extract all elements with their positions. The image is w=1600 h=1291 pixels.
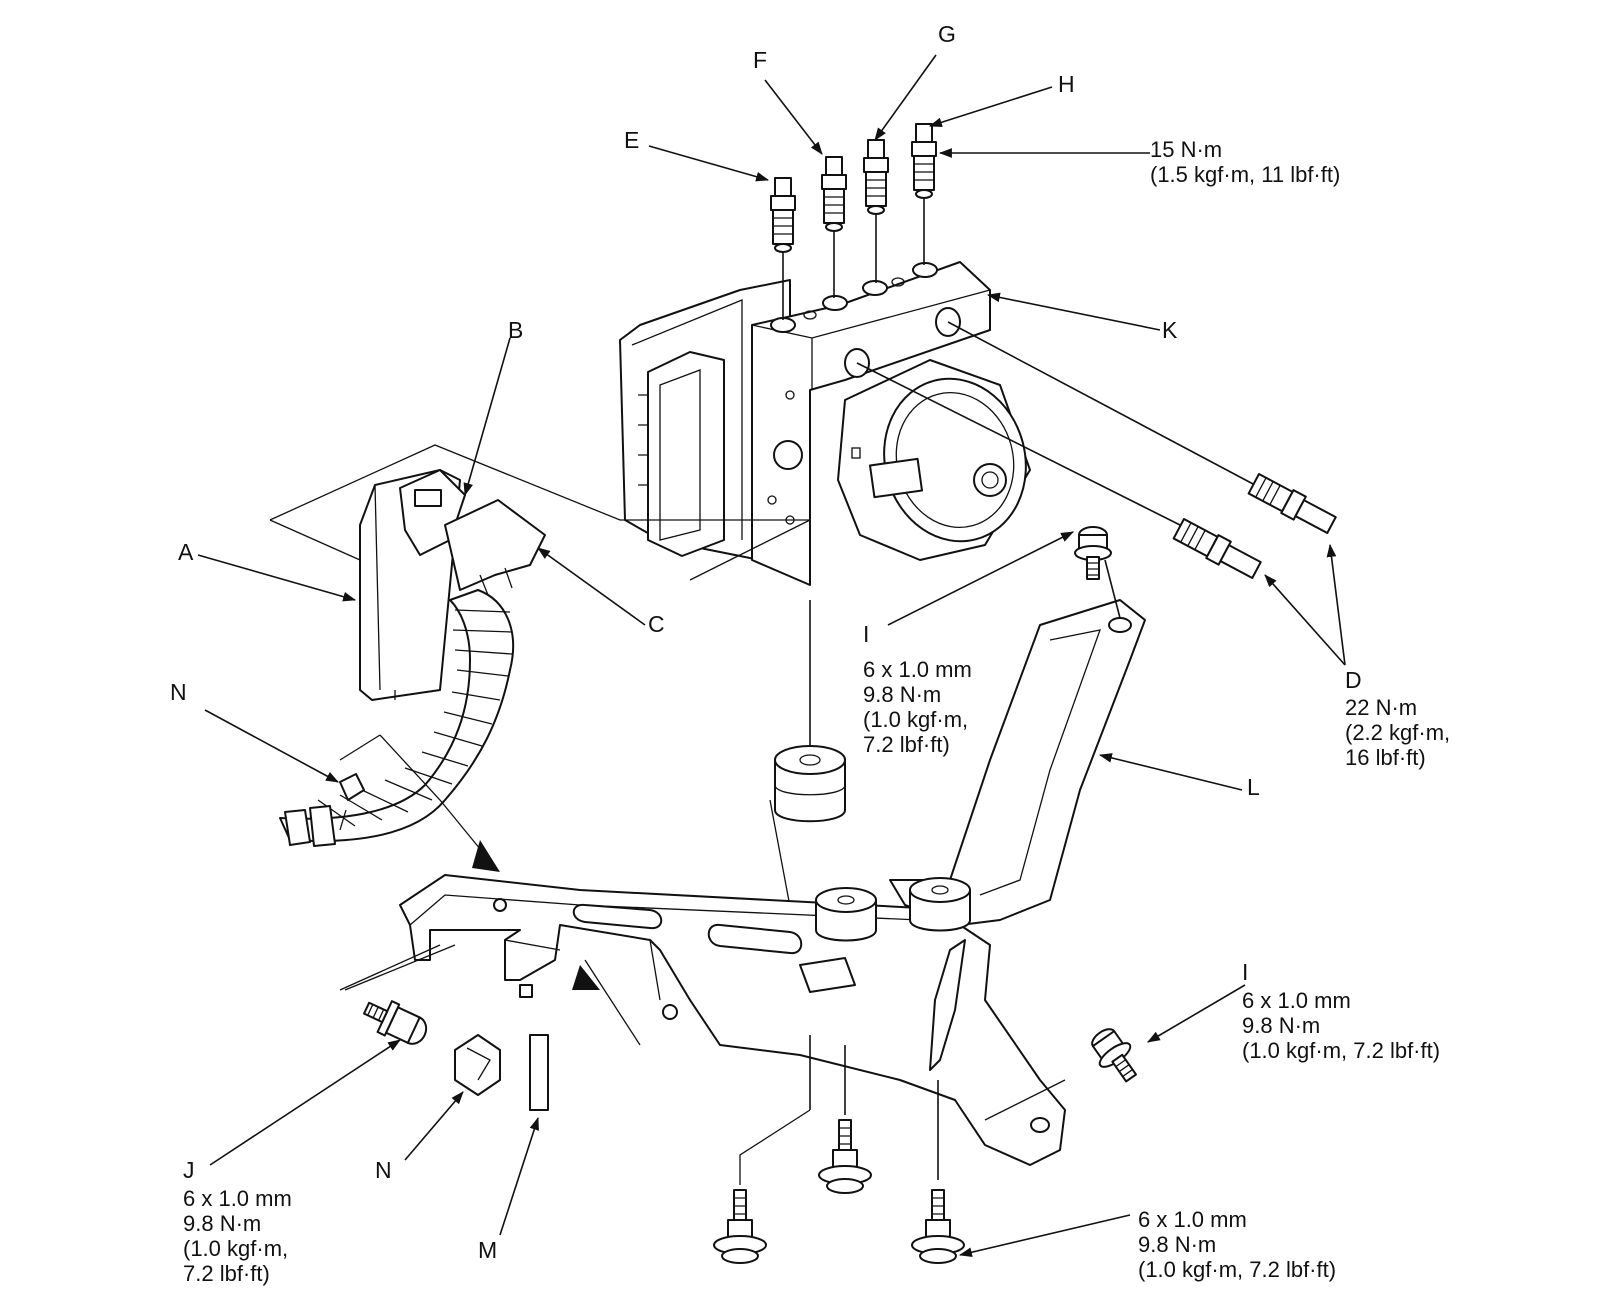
- lower-bracket: [339, 874, 1066, 1185]
- fitting-f: [821, 156, 847, 298]
- modulator-unit: [619, 261, 1031, 586]
- spec-i-top-line-4: 7.2 lbf·ft): [863, 732, 950, 757]
- direction-arrow: [572, 965, 600, 990]
- label-j: J: [183, 1157, 195, 1183]
- harness-connector: [269, 444, 811, 856]
- bottom-fasteners: [363, 1000, 1137, 1264]
- fitting-e: [770, 177, 796, 320]
- spec-i-top-line-2: 9.8 N·m: [863, 682, 942, 707]
- torque-spec-h-line-1: 15 N·m: [1150, 137, 1223, 162]
- spec-d-line-3: 16 lbf·ft): [1345, 745, 1426, 770]
- spec-i-right-line-2: 9.8 N·m: [1242, 1013, 1321, 1038]
- direction-arrow: [472, 840, 500, 872]
- torque-spec-h-line-2: (1.5 kgf·m, 11 lbf·ft): [1150, 162, 1341, 187]
- fittings-d: [856, 321, 1337, 579]
- label-i-right: I: [1242, 959, 1249, 985]
- fitting-h: [911, 123, 937, 265]
- spec-d-line-2: (2.2 kgf·m,: [1345, 720, 1451, 745]
- spec-bottom-line-2: 9.8 N·m: [1138, 1232, 1217, 1257]
- label-f: F: [753, 47, 768, 73]
- label-i-top: I: [863, 621, 870, 647]
- label-n-bottom: N: [375, 1157, 392, 1183]
- label-k: K: [1162, 317, 1178, 343]
- label-a: A: [178, 539, 194, 565]
- label-h: H: [1058, 71, 1075, 97]
- leader-lines: [197, 54, 1346, 1258]
- label-e: E: [624, 127, 640, 153]
- fitting-g: [863, 139, 889, 283]
- spec-i-right-line-1: 6 x 1.0 mm: [1242, 988, 1351, 1013]
- spec-d-line-1: 22 N·m: [1345, 695, 1418, 720]
- spec-j-line-1: 6 x 1.0 mm: [183, 1186, 292, 1211]
- spec-j-line-2: 9.8 N·m: [183, 1211, 262, 1236]
- label-m: M: [478, 1237, 498, 1263]
- spec-bottom-line-1: 6 x 1.0 mm: [1138, 1207, 1247, 1232]
- label-l: L: [1247, 774, 1260, 800]
- spec-i-right-line-3: (1.0 kgf·m, 7.2 lbf·ft): [1242, 1038, 1441, 1063]
- damper: [769, 600, 846, 961]
- label-d: D: [1345, 667, 1362, 693]
- clip-n: [454, 1034, 501, 1096]
- spec-i-top-line-3: (1.0 kgf·m,: [863, 707, 969, 732]
- brake-line-fittings: [770, 123, 937, 320]
- label-c: C: [648, 611, 665, 637]
- label-b: B: [508, 317, 524, 343]
- spec-bottom-line-3: (1.0 kgf·m, 7.2 lbf·ft): [1138, 1257, 1337, 1282]
- spec-j-line-3: (1.0 kgf·m,: [183, 1236, 289, 1261]
- label-n-left: N: [170, 679, 187, 705]
- spec-i-top-line-1: 6 x 1.0 mm: [863, 657, 972, 682]
- label-g: G: [938, 21, 956, 47]
- spec-j-line-4: 7.2 lbf·ft): [183, 1261, 270, 1286]
